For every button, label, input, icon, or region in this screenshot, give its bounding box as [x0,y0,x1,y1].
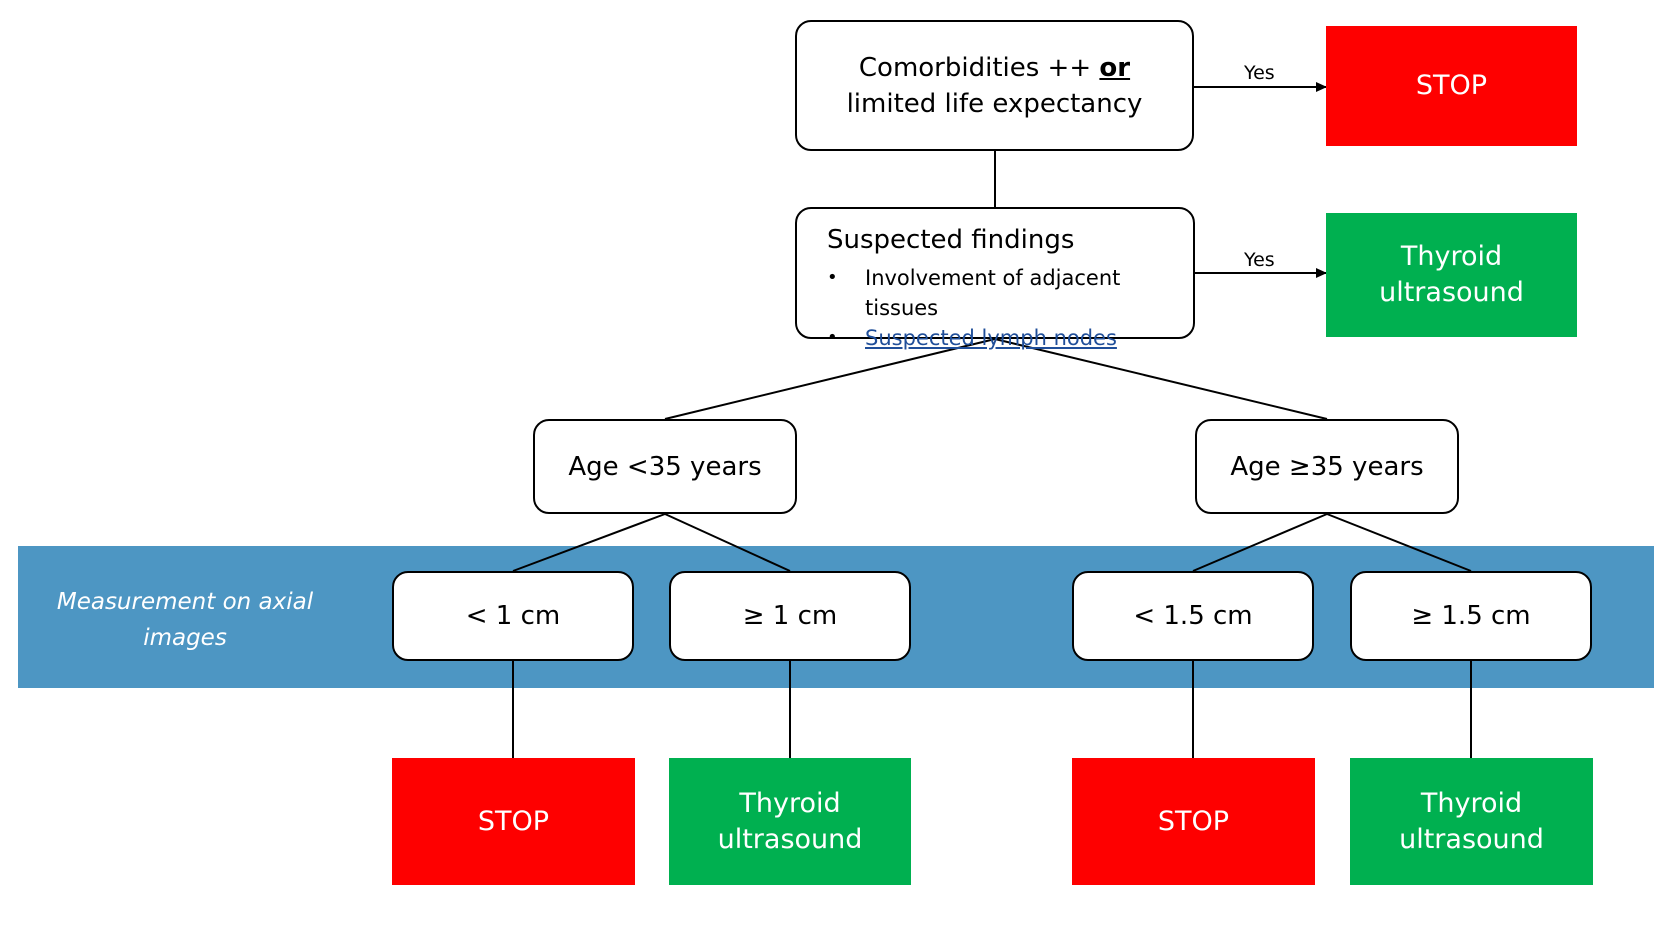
ultrasound-top-label: Thyroid ultrasound [1379,239,1524,311]
stop-outcome-lt-1-5cm-label: STOP [1157,805,1230,837]
thyroid-ultrasound-outcome-ge-1cm: Thyroid ultrasound [669,758,911,885]
comorbidities-text-part-2: limited life expectancy [846,88,1143,119]
yes-label-2: Yes [1244,249,1275,271]
findings-title: Suspected findings [827,225,1075,255]
ge-1cm-label: ≥ 1 cm [742,601,838,631]
comorbidities-node: Comorbidities ++ or limited life expecta… [795,20,1194,151]
age-over-35-label: Age ≥35 years [1230,451,1424,482]
stop-outcome-lt-1cm: STOP [392,758,635,885]
findings-item-text: Involvement of adjacent tissues [865,266,1121,320]
stop-outcome-lt-1cm-label: STOP [477,805,550,837]
lt-1cm-node: < 1 cm [392,571,634,661]
ultrasound-ge-1cm-label: Thyroid ultrasound [718,786,863,858]
edge-age-young-ge1 [664,513,791,572]
comorbidities-text-part: Comorbidities ++ [858,52,1100,83]
lt-1-5cm-node: < 1.5 cm [1072,571,1314,661]
lt-1cm-label: < 1 cm [465,601,561,631]
ultrasound-1-line2: ultrasound [717,823,863,855]
ultrasound-2-line2: ultrasound [1399,823,1544,855]
age-under-35-label: Age <35 years [568,451,762,482]
ultrasound-ge-1-5cm-label: Thyroid ultrasound [1399,786,1544,858]
thyroid-ultrasound-outcome-ge-1-5cm: Thyroid ultrasound [1350,758,1593,885]
lt-1-5cm-label: < 1.5 cm [1133,601,1253,631]
edge-age-old-lt15 [1192,513,1328,572]
comorbidities-text: Comorbidities ++ or limited life expecta… [847,50,1143,122]
suspected-findings-node: Suspected findings Involvement of adjace… [795,207,1195,353]
thyroid-ultrasound-outcome-top: Thyroid ultrasound [1326,213,1577,337]
stop-outcome-lt-1-5cm: STOP [1072,758,1315,885]
edge-age-old-ge15 [1326,513,1472,572]
ultrasound-2-line1: Thyroid [1420,787,1523,819]
ultrasound-1-line1: Thyroid [739,787,841,819]
ge-1-5cm-node: ≥ 1.5 cm [1350,571,1592,661]
band-label: Measurement on axial images [56,589,314,651]
comorbidities-or: or [1099,52,1131,83]
edge-age-young-lt1 [512,513,666,572]
lymph-nodes-link[interactable]: Suspected lymph nodes [865,326,1117,350]
ge-1-5cm-label: ≥ 1.5 cm [1411,601,1531,631]
stop-outcome-top-label: STOP [1415,70,1488,101]
age-under-35-node: Age <35 years [533,419,797,514]
ultrasound-top-line2: ultrasound [1379,277,1524,308]
findings-list: Involvement of adjacent tissues Suspecte… [827,263,1193,353]
yes-label-1: Yes [1244,62,1275,84]
age-over-35-node: Age ≥35 years [1195,419,1459,514]
stop-outcome-top: STOP [1326,26,1577,146]
findings-item-adjacent-tissues: Involvement of adjacent tissues [827,263,1193,323]
findings-item-lymph-nodes[interactable]: Suspected lymph nodes [827,323,1193,353]
ultrasound-top-line1: Thyroid [1400,241,1503,272]
ge-1cm-node: ≥ 1 cm [669,571,911,661]
